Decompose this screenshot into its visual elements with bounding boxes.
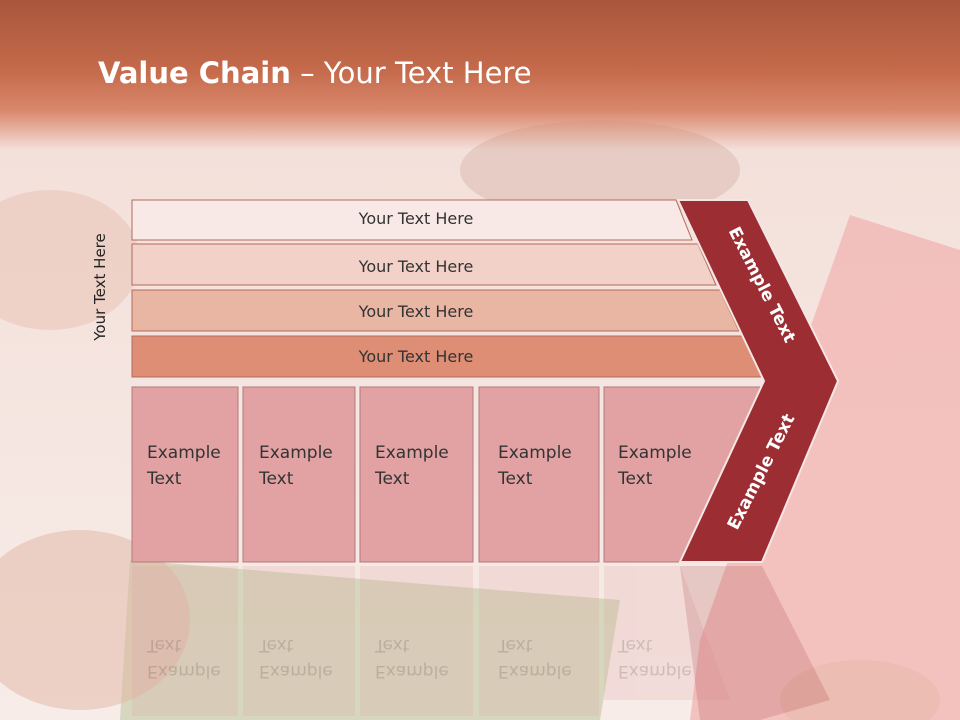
bar-label-3: Your Text Here — [358, 302, 474, 321]
box-4 — [478, 386, 600, 563]
value-chevron — [676, 199, 840, 563]
title-bold: Value Chain — [98, 56, 291, 90]
title-band — [0, 0, 960, 150]
box-1 — [131, 386, 239, 563]
bar-1 — [131, 199, 693, 241]
bar-label-1: Your Text Here — [358, 209, 474, 228]
bar-3 — [131, 289, 740, 332]
bar-label-2: Your Text Here — [358, 257, 474, 276]
slide-title: Value Chain – Your Text Here — [98, 56, 532, 90]
box-2 — [242, 386, 356, 563]
bar-label-4: Your Text Here — [358, 347, 474, 366]
box-3 — [359, 386, 474, 563]
bar-2 — [131, 243, 717, 286]
title-rest: – Your Text Here — [290, 56, 532, 90]
